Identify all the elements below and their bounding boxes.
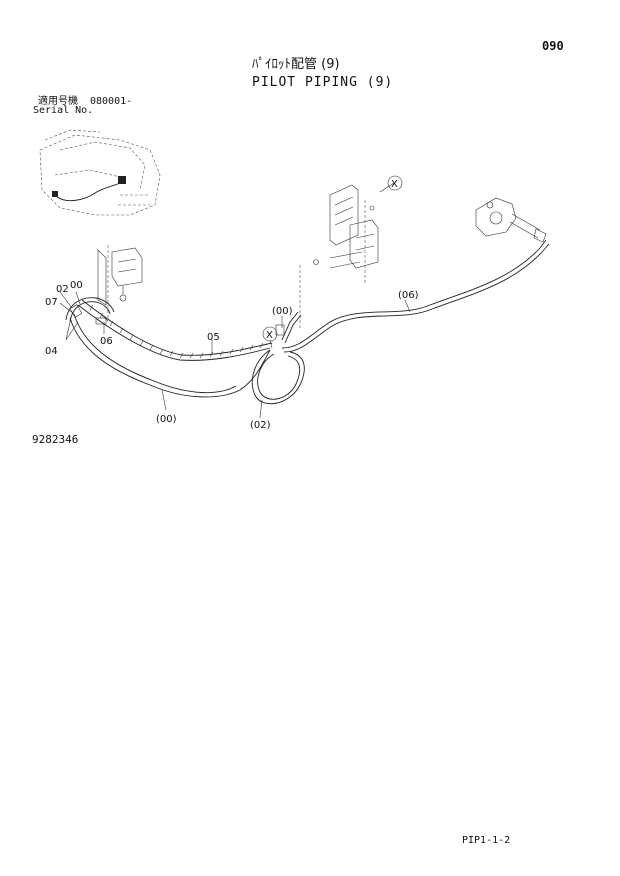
callout-07: 07 (45, 297, 58, 308)
x-callout-middle: X (262, 326, 278, 342)
callout-04: 04 (45, 346, 58, 357)
hose-06 (281, 247, 541, 349)
callout-02: 02 (56, 284, 69, 295)
left-fittings (65, 297, 115, 325)
serial-number: 080001- (90, 96, 133, 107)
leader-lines (59, 182, 411, 419)
left-bracket-assembly (97, 245, 143, 320)
tube-00-upper (281, 311, 299, 341)
serial-label-jp: 適用号機 (38, 96, 78, 107)
page-footer-code: PIP1-1-2 (462, 835, 511, 846)
valve-block-assembly (299, 184, 379, 330)
callout-06-paren: (06) (398, 290, 419, 301)
callout-02-paren: (02) (250, 420, 271, 431)
figure-number: 9282346 (32, 433, 79, 446)
hose-00 (69, 317, 271, 398)
x-callout-middle-label: X (266, 330, 273, 341)
callout-06: 06 (100, 336, 113, 347)
hose-05-sleeve (77, 299, 273, 361)
hose-02 (251, 349, 305, 405)
callout-00-paren-top: (00) (272, 306, 293, 317)
callout-05: 05 (207, 332, 220, 343)
machine-overview-illustration (39, 129, 161, 216)
page-title-jp: ﾊﾟｲﾛｯﾄ配管 (9) (252, 57, 340, 72)
pilot-pump-assembly (475, 197, 547, 243)
callout-00-paren-bottom: (00) (156, 414, 177, 425)
serial-label-en: Serial No. (33, 105, 94, 116)
page-title-en: PILOT PIPING (9) (252, 75, 394, 90)
x-callout-top: X (387, 175, 403, 191)
page-number: 090 (542, 39, 564, 53)
x-callout-top-label: X (391, 179, 398, 190)
callout-00: 00 (70, 280, 83, 291)
